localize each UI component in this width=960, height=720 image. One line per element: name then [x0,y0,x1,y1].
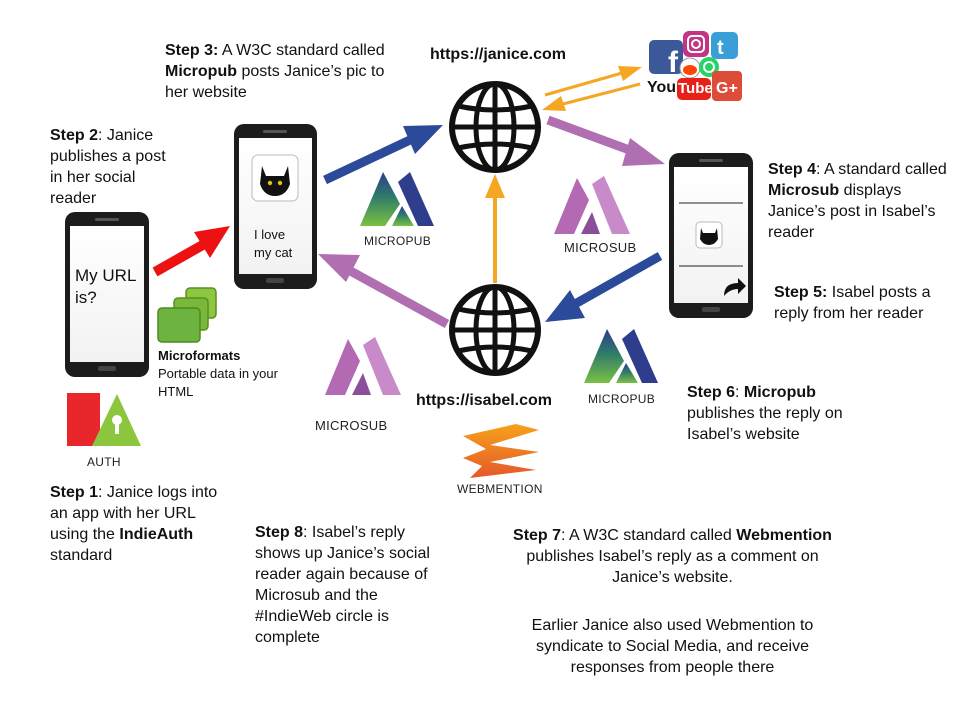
microformats-title: Microformats [158,348,241,363]
microsub-left-label: MICROSUB [315,418,388,433]
svg-text:G+: G+ [716,80,738,97]
step-6-text: Step 6: Micropub publishes the reply on … [687,384,843,443]
step-2-text: Step 2: Janice publishes a post in her s… [50,127,166,207]
svg-text:f: f [668,46,679,79]
social-media-icons: f t G+ [649,31,742,101]
cat-icon-small [695,221,723,249]
middle-phone-text: I love my cat [254,227,293,260]
microsub-right-label: MICROSUB [564,240,637,255]
step-7-extra-text: Earlier Janice also used Webmention to s… [531,617,814,676]
microformats-logo [157,287,217,343]
reddit-icon [679,57,701,79]
step-3-text: Step 3: A W3C standard called Micropub p… [165,42,385,101]
left-phone-text: My URL is? [75,266,136,307]
micropub-bottom-label: MICROPUB [588,392,656,406]
phone-middle [234,124,317,289]
micropub-logo-bottom [584,329,658,383]
janice-url-label: https://janice.com [430,46,567,63]
globe-icon-isabel [449,284,541,376]
orange-arrow-webmention [485,174,505,283]
youtube-icon [677,78,711,100]
step-1-text: Step 1: Janice logs into an app with her… [50,484,218,564]
youtube-wordmark-you: You [647,79,677,96]
google-plus-icon: G+ [712,71,742,101]
reply-arrow-icon [724,278,746,296]
step-7-text: Step 7: A W3C standard called Webmention… [513,527,832,586]
step-8-text: Step 8: Isabel’s reply shows up Janice’s… [255,524,430,646]
auth-label: AUTH [87,455,121,469]
purple-arrow-microsub-right [546,115,665,166]
microsub-logo-left [325,337,401,395]
svg-text:t: t [717,37,724,59]
webmention-logo [463,424,539,478]
microformats-desc: Portable data in your HTML [158,366,278,399]
instagram-icon [683,31,709,57]
blue-arrow-micropub-top [323,125,443,185]
cat-icon [251,154,299,202]
purple-arrow-microsub-left [318,254,450,328]
red-arrow [152,226,230,277]
phone-right [669,153,753,318]
webmention-label: WEBMENTION [457,482,543,496]
step-5-text: Step 5: Isabel posts a reply from her re… [774,284,931,322]
micropub-top-label: MICROPUB [364,234,432,248]
blue-arrow-micropub-bottom [545,252,663,322]
step-4-text: Step 4: A standard called Microsub displ… [768,161,947,241]
youtube-wordmark-tube: Tube [678,80,713,97]
isabel-url-label: https://isabel.com [416,392,553,409]
microsub-logo-right [554,176,630,234]
phone-left [65,212,149,377]
micropub-logo-top [360,172,434,226]
auth-logo [67,393,141,446]
twitter-icon: t [711,32,738,59]
facebook-icon: f [649,40,683,79]
orange-arrows-syndication [542,66,642,111]
globe-icon-janice [449,81,541,173]
